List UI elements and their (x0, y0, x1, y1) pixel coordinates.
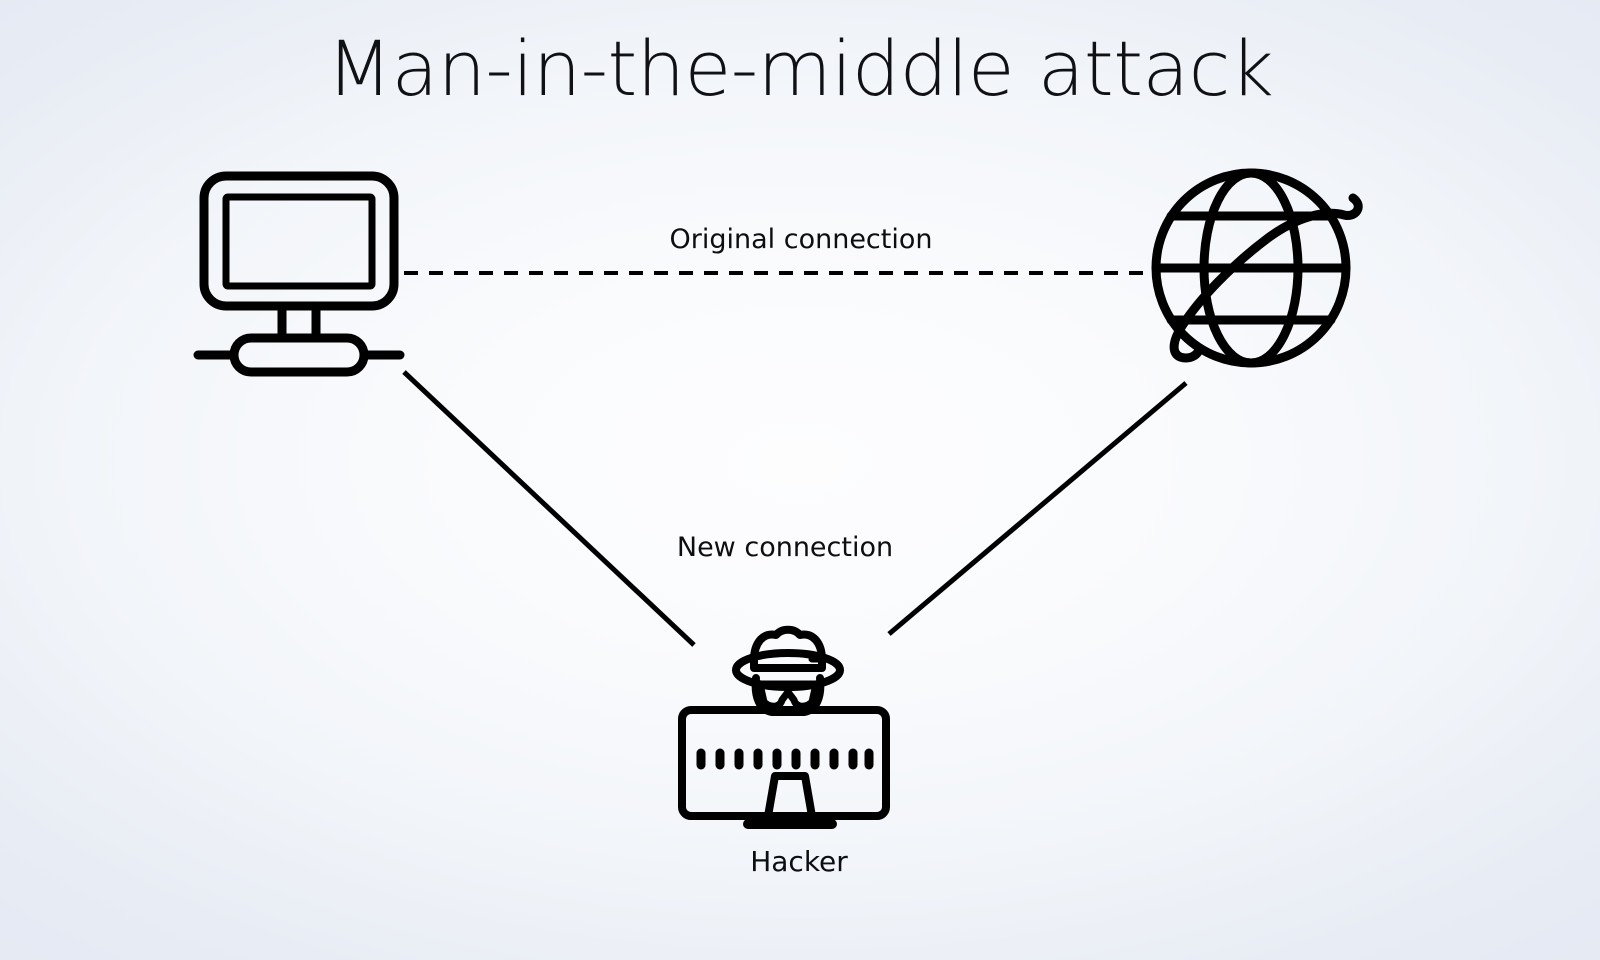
globe-meridian-center (1199, 168, 1303, 368)
node-server-globe[interactable] (1148, 168, 1364, 368)
globe-latitudes (1151, 211, 1351, 325)
globe-network-icon (1151, 168, 1363, 368)
label-new-connection: New connection (676, 532, 894, 563)
monitor-base (229, 333, 369, 377)
hacker-spy-monitor-icon (678, 625, 890, 829)
hacker-monitor-frame (678, 706, 890, 820)
label-hacker: Hacker (750, 845, 848, 878)
node-client-computer[interactable] (193, 168, 405, 378)
page-title: Man-in-the-middle attack (326, 24, 1274, 113)
spy-hat-crown (750, 625, 826, 672)
connection-new-left (402, 370, 696, 647)
label-original-connection: Original connection (669, 224, 933, 255)
spy-sunglasses (756, 680, 820, 710)
node-hacker-monitor[interactable] (676, 618, 892, 830)
globe-orbit-swoosh (1169, 193, 1363, 363)
monitor-frame (199, 171, 399, 311)
monitor-neck (277, 303, 321, 343)
connection-new-right (887, 381, 1188, 636)
hacker-screen-data-dots (696, 748, 874, 770)
monitor-screen (222, 193, 376, 290)
desktop-computer-icon (193, 171, 405, 377)
